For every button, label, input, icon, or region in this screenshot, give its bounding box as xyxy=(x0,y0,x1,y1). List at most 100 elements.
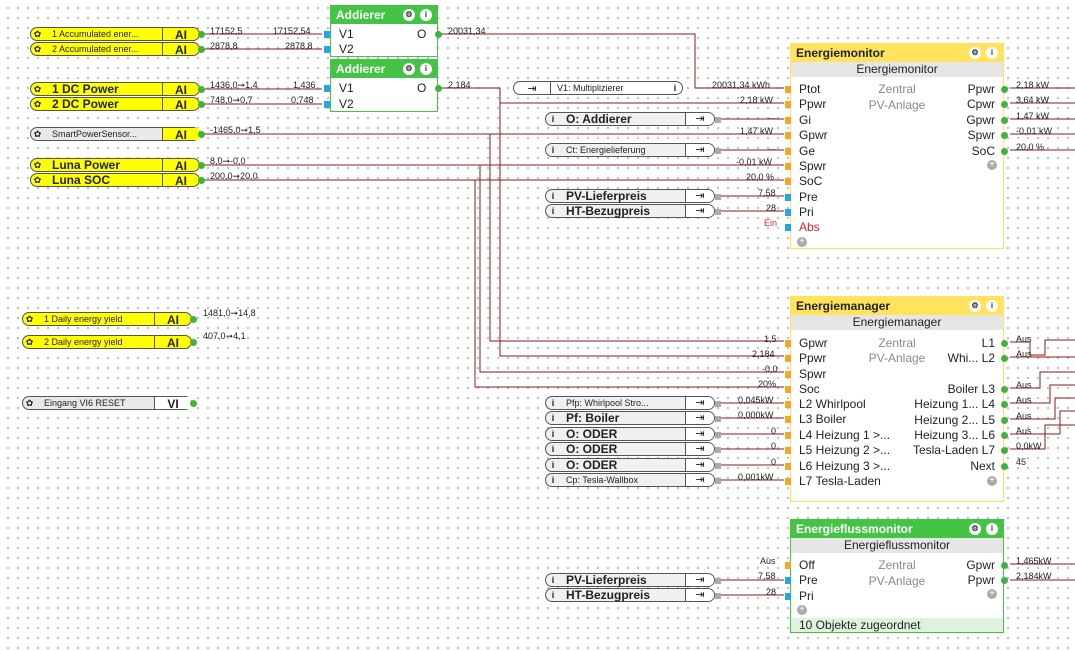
addierer-block-1[interactable]: Addierer ⚙ i V1 V2 O xyxy=(324,5,442,57)
gear-icon[interactable]: ⚙ xyxy=(969,300,981,312)
block-header[interactable]: Addierer ⚙ i xyxy=(331,60,437,78)
ref-pfp-whirlpool[interactable]: i Pfp: Whirlpool Stro... ⇥ xyxy=(545,396,721,410)
input-port[interactable] xyxy=(785,355,791,362)
info-icon[interactable]: i xyxy=(551,206,555,216)
exit-icon[interactable]: ⇥ xyxy=(685,397,714,409)
output-port[interactable] xyxy=(198,101,205,108)
input-port[interactable] xyxy=(785,416,791,423)
output-port[interactable] xyxy=(1001,101,1008,108)
input-smartpowersensor[interactable]: ✿ SmartPowerSensor... AI xyxy=(30,127,205,142)
input-port[interactable] xyxy=(785,117,791,124)
input-accumulated-energy-1[interactable]: ✿ 1 Accumulated ener... AI xyxy=(30,27,205,42)
gear-icon[interactable]: ⚙ xyxy=(969,47,981,59)
info-icon[interactable]: i xyxy=(551,444,555,454)
gear-icon[interactable]: ✿ xyxy=(33,160,42,170)
output-port[interactable] xyxy=(1001,562,1008,569)
addierer-block-2[interactable]: Addierer ⚙ i V1 V2 O xyxy=(324,59,442,112)
output-port[interactable] xyxy=(198,86,205,93)
add-input-icon[interactable]: + xyxy=(797,605,807,615)
input-accumulated-energy-2[interactable]: ✿ 2 Accumulated ener... AI xyxy=(30,42,205,57)
input-port[interactable] xyxy=(324,101,330,108)
input-port[interactable] xyxy=(785,340,791,347)
input-vi6-reset[interactable]: ✿ Eingang VI6 RESET VI xyxy=(22,396,197,411)
ref-o-addierer[interactable]: i O: Addierer ⇥ xyxy=(545,112,721,126)
gear-icon[interactable]: ✿ xyxy=(25,314,34,324)
input-port[interactable] xyxy=(785,577,791,584)
ref-flow-pv-lieferpreis[interactable]: i PV-Lieferpreis ⇥ xyxy=(545,573,721,587)
output-port[interactable] xyxy=(435,85,442,92)
info-icon[interactable]: i xyxy=(986,300,998,312)
output-port[interactable] xyxy=(1001,463,1008,470)
output-port[interactable] xyxy=(198,131,205,138)
ref-ct-energielieferung[interactable]: i Ct: Energielieferung ⇥ xyxy=(545,143,721,157)
ref-o-oder-2[interactable]: i O: ODER ⇥ xyxy=(545,442,721,456)
input-port[interactable] xyxy=(785,478,791,485)
exit-icon[interactable]: ⇥ xyxy=(685,412,714,424)
add-output-icon[interactable]: + xyxy=(987,589,997,599)
output-port[interactable] xyxy=(1001,86,1008,93)
output-port[interactable] xyxy=(190,316,197,323)
output-port[interactable] xyxy=(1001,355,1008,362)
exit-icon[interactable]: ⇥ xyxy=(685,474,714,486)
output-port[interactable] xyxy=(190,400,197,407)
gear-icon[interactable]: ✿ xyxy=(33,175,42,185)
exit-icon[interactable]: ⇥ xyxy=(685,459,714,471)
info-icon[interactable]: i xyxy=(673,83,677,93)
input-port[interactable] xyxy=(785,194,791,201)
output-port[interactable] xyxy=(1001,340,1008,347)
input-port[interactable] xyxy=(324,31,330,38)
input-port[interactable] xyxy=(785,562,791,569)
ref-port[interactable] xyxy=(715,463,721,469)
exit-icon[interactable]: ⇥ xyxy=(685,113,714,125)
add-output-icon[interactable]: + xyxy=(987,476,997,486)
input-dc-power-2[interactable]: ✿ 2 DC Power AI xyxy=(30,97,205,112)
ref-port[interactable] xyxy=(715,194,721,200)
exit-icon[interactable]: ⇥ xyxy=(685,144,714,156)
ref-pf-boiler[interactable]: i Pf: Boiler ⇥ xyxy=(545,411,721,425)
input-port[interactable] xyxy=(785,209,791,216)
energiemanager-block[interactable]: Energiemanager ⚙ i Energiemanager Zentra… xyxy=(785,296,1008,502)
info-icon[interactable]: i xyxy=(551,191,555,201)
exit-icon[interactable]: ⇥ xyxy=(685,190,714,202)
multiplizierer-ref[interactable]: ⇥ V1: Multiplizierer i xyxy=(513,81,683,95)
gear-icon[interactable]: ✿ xyxy=(33,129,42,139)
output-port[interactable] xyxy=(1001,386,1008,393)
input-port[interactable] xyxy=(785,447,791,454)
info-icon[interactable]: i xyxy=(551,145,555,155)
info-icon[interactable]: i xyxy=(551,413,555,423)
info-icon[interactable]: i xyxy=(551,475,555,485)
output-port[interactable] xyxy=(198,46,205,53)
input-dc-power-1[interactable]: ✿ 1 DC Power AI xyxy=(30,82,205,97)
input-port[interactable] xyxy=(785,178,791,185)
ref-port[interactable] xyxy=(715,148,721,154)
info-icon[interactable]: i xyxy=(551,575,555,585)
output-port[interactable] xyxy=(1001,447,1008,454)
output-port[interactable] xyxy=(1001,132,1008,139)
input-port[interactable] xyxy=(785,86,791,93)
ref-port[interactable] xyxy=(715,209,721,215)
energiemonitor-block[interactable]: Energiemonitor ⚙ i Energiemonitor Zentra… xyxy=(785,43,1008,249)
input-daily-energy-yield-2[interactable]: ✿ 2 Daily energy yield AI xyxy=(22,335,197,350)
block-header[interactable]: Energiemanager ⚙ i xyxy=(791,297,1003,315)
output-port[interactable] xyxy=(1001,117,1008,124)
exit-icon[interactable]: ⇥ xyxy=(685,443,714,455)
energieflussmonitor-block[interactable]: Energieflussmonitor ⚙ i Energieflussmoni… xyxy=(785,519,1008,633)
input-port[interactable] xyxy=(785,371,791,378)
output-port[interactable] xyxy=(1001,432,1008,439)
add-input-icon[interactable]: + xyxy=(797,237,807,247)
output-port[interactable] xyxy=(1001,148,1008,155)
info-icon[interactable]: i xyxy=(420,63,432,75)
input-port[interactable] xyxy=(785,148,791,155)
ref-o-oder-3[interactable]: i O: ODER ⇥ xyxy=(545,458,721,472)
ref-o-oder-1[interactable]: i O: ODER ⇥ xyxy=(545,427,721,441)
ref-cp-tesla-wallbox[interactable]: i Cp: Tesla-Wallbox ⇥ xyxy=(545,473,721,487)
info-icon[interactable]: i xyxy=(551,590,555,600)
ref-port[interactable] xyxy=(715,578,721,584)
input-port[interactable] xyxy=(324,46,330,53)
output-port[interactable] xyxy=(198,162,205,169)
block-header[interactable]: Energiemonitor ⚙ i xyxy=(791,44,1003,62)
block-header[interactable]: Addierer ⚙ i xyxy=(331,6,437,24)
gear-icon[interactable]: ✿ xyxy=(33,99,42,109)
ref-port[interactable] xyxy=(715,432,721,438)
ref-port[interactable] xyxy=(715,593,721,599)
